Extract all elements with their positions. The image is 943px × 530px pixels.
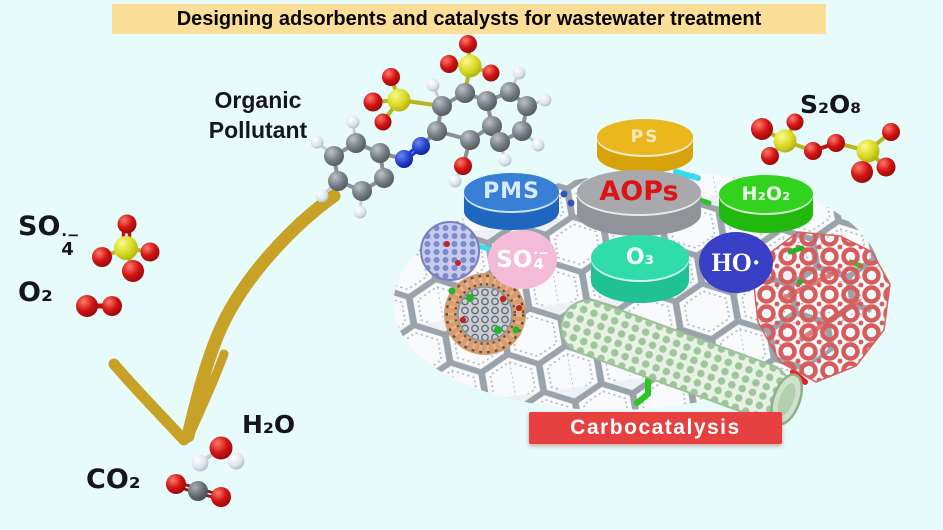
badge-o3-face: O₃ — [591, 235, 689, 280]
so4-radical-label: SO·−4 — [18, 211, 80, 260]
co2-label: CO₂ — [86, 464, 141, 495]
so4-sub: 4 — [61, 238, 74, 260]
o2-text: O₂ — [18, 277, 53, 308]
water-molecule-icon — [191, 436, 245, 472]
persulfate-molecule-icon — [751, 113, 900, 183]
degradation-arrow — [108, 189, 341, 446]
s2o8-label: S₂O₈ — [800, 90, 861, 119]
h2o-label: H₂O — [242, 410, 295, 439]
red-framework-crystal-icon — [753, 231, 891, 383]
carbocatalysis-banner: Carbocatalysis — [529, 412, 782, 444]
badge-ps: PS — [597, 119, 693, 173]
co2-text: CO₂ — [86, 464, 141, 495]
badge-h2o2-label: H₂O₂ — [741, 183, 791, 206]
badge-o3: O₃ — [591, 235, 689, 303]
badge-so4: SO·−4 — [488, 230, 557, 289]
badge-h2o2-face: H₂O₂ — [719, 175, 813, 214]
badge-pms-face: PMS — [464, 173, 559, 211]
badge-h2o2: H₂O₂ — [719, 175, 813, 233]
badge-o3-label: O₃ — [625, 244, 655, 270]
badge-so4-sub: 4 — [533, 255, 544, 274]
badge-ps-label: PS — [630, 126, 660, 147]
so4-sup: ·− — [61, 226, 80, 244]
badge-pms: PMS — [464, 173, 559, 230]
badge-aops-face: AOPs — [577, 170, 701, 214]
carbocatalysis-text: Carbocatalysis — [570, 416, 741, 439]
badge-pms-label: PMS — [483, 179, 540, 205]
badge-ps-face: PS — [597, 119, 693, 155]
s2o8-text: S₂O₈ — [800, 90, 862, 119]
badge-so4-sup: ·− — [533, 244, 549, 260]
badge-ho-label: HO· — [711, 247, 761, 277]
h2o-text: H₂O — [242, 410, 296, 439]
badge-ho: HO· — [699, 232, 773, 293]
fullerene-flake-icon — [420, 221, 480, 281]
badge-aops-label: AOPs — [599, 176, 679, 208]
azo-dye-molecule-icon — [310, 35, 552, 219]
title-text: Designing adsorbents and catalysts for w… — [176, 7, 762, 30]
co2-molecule-icon — [166, 474, 231, 507]
oxygen-molecule-icon — [76, 295, 122, 317]
o2-label: O₂ — [18, 277, 53, 308]
carbon-onion-icon — [444, 273, 526, 355]
sulfate-radical-molecule-icon — [92, 214, 160, 282]
organic-pollutant-line2: Pollutant — [208, 117, 308, 143]
badge-so4-base: SO — [496, 246, 533, 273]
so4-base: SO — [18, 211, 61, 242]
organic-pollutant-line1: Organic — [214, 87, 302, 113]
carbon-nanotube-icon — [560, 299, 804, 426]
badge-aops: AOPs — [577, 170, 701, 236]
organic-pollutant-label: Organic Pollutant — [183, 85, 333, 145]
title-banner: Designing adsorbents and catalysts for w… — [112, 4, 826, 34]
